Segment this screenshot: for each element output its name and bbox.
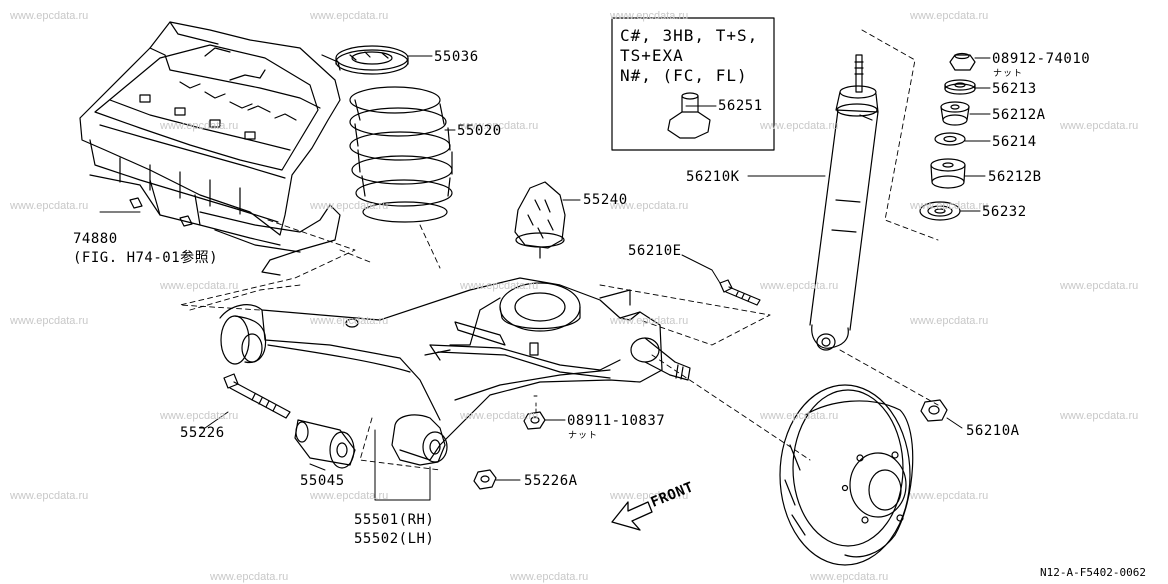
watermark: www.epcdata.ru bbox=[610, 315, 689, 327]
watermark: www.epcdata.ru bbox=[10, 200, 89, 212]
watermark: www.epcdata.ru bbox=[760, 120, 839, 132]
watermark: www.epcdata.ru bbox=[160, 280, 239, 292]
watermark: www.epcdata.ru bbox=[910, 315, 989, 327]
brake-drum-drawing bbox=[779, 384, 914, 566]
watermark: www.epcdata.ru bbox=[310, 200, 389, 212]
guide-lines-floor bbox=[179, 219, 371, 311]
watermark: www.epcdata.ru bbox=[460, 120, 539, 132]
watermark: www.epcdata.ru bbox=[910, 10, 989, 22]
part-label-55226: 55226 bbox=[180, 425, 225, 441]
part-label-56210A: 56210A bbox=[966, 423, 1020, 439]
nut-55226A-drawing bbox=[473, 469, 497, 490]
washer-56213-drawing bbox=[944, 79, 976, 95]
part-label-55226A: 55226A bbox=[524, 473, 578, 489]
bolt-56210E-drawing bbox=[719, 279, 761, 306]
watermark: www.epcdata.ru bbox=[760, 410, 839, 422]
watermark: www.epcdata.ru bbox=[1060, 410, 1139, 422]
part-label-56214: 56214 bbox=[992, 134, 1037, 150]
front-arrow bbox=[611, 501, 653, 531]
watermark: www.epcdata.ru bbox=[160, 120, 239, 132]
spring-seat-drawing bbox=[335, 45, 409, 75]
watermark: www.epcdata.ru bbox=[460, 410, 539, 422]
bolt-55226-drawing bbox=[223, 373, 291, 419]
watermark: www.epcdata.ru bbox=[610, 10, 689, 22]
bump-stop-drawing bbox=[514, 181, 566, 259]
figure-code: N12-A-F5402-0062 bbox=[1040, 566, 1146, 579]
guide-lines-shock bbox=[839, 29, 939, 406]
guide-lines-arm bbox=[189, 284, 811, 471]
coil-spring-drawing bbox=[349, 86, 453, 223]
nut-56210A-drawing bbox=[920, 399, 948, 422]
part-label-56213: 56213 bbox=[992, 81, 1037, 97]
part-sublabel-nut: ナット bbox=[568, 431, 599, 441]
leader-lines bbox=[99, 55, 991, 501]
bushing-55045-drawing bbox=[294, 419, 356, 469]
suspension-arm-drawing bbox=[219, 277, 691, 466]
note-line-1: C#, 3HB, T+S, bbox=[620, 26, 759, 45]
watermark: www.epcdata.ru bbox=[910, 200, 989, 212]
part-label-55045: 55045 bbox=[300, 473, 345, 489]
rubber-stop-56251-drawing bbox=[667, 92, 711, 139]
part-label-55501-rh: 55501(RH) bbox=[354, 512, 435, 528]
shock-absorber-drawing bbox=[809, 54, 879, 351]
part-label-56212A: 56212A bbox=[992, 107, 1046, 123]
part-label-08912-74010: 08912-74010 bbox=[992, 51, 1091, 67]
watermark: www.epcdata.ru bbox=[460, 280, 539, 292]
bushing-56212B-drawing bbox=[930, 158, 966, 189]
guide-lines-bolt bbox=[599, 284, 771, 346]
note-line-3: N#, (FC, FL) bbox=[620, 66, 748, 85]
watermark: www.epcdata.ru bbox=[610, 200, 689, 212]
part-label-74880-reference: (FIG. H74-01参照) bbox=[73, 250, 219, 266]
part-label-56232: 56232 bbox=[982, 204, 1027, 220]
bushing-56212A-drawing bbox=[940, 101, 970, 126]
nut-08911-drawing bbox=[523, 411, 546, 430]
watermark: www.epcdata.ru bbox=[1060, 280, 1139, 292]
note-box-frame bbox=[611, 17, 775, 151]
watermark: www.epcdata.ru bbox=[310, 10, 389, 22]
watermark: www.epcdata.ru bbox=[310, 490, 389, 502]
watermark: www.epcdata.ru bbox=[10, 10, 89, 22]
part-label-55020: 55020 bbox=[457, 123, 502, 139]
nut-08912-drawing bbox=[949, 52, 976, 71]
part-label-55240: 55240 bbox=[583, 192, 628, 208]
washer-56214-drawing bbox=[934, 132, 966, 146]
part-label-55502-lh: 55502(LH) bbox=[354, 531, 435, 547]
part-sublabel-nut: ナット bbox=[993, 69, 1024, 79]
watermark: www.epcdata.ru bbox=[760, 280, 839, 292]
floor-crossmember-drawing bbox=[79, 21, 341, 276]
watermark: www.epcdata.ru bbox=[810, 571, 889, 583]
watermark: www.epcdata.ru bbox=[310, 315, 389, 327]
note-line-2: TS+EXA bbox=[620, 46, 684, 65]
part-label-56210K: 56210K bbox=[686, 169, 740, 185]
part-label-08911-10837: 08911-10837 bbox=[567, 413, 666, 429]
part-label-74880: 74880 bbox=[73, 231, 118, 247]
watermark: www.epcdata.ru bbox=[210, 571, 289, 583]
watermark: www.epcdata.ru bbox=[1060, 120, 1139, 132]
part-label-55036: 55036 bbox=[434, 49, 479, 65]
watermark: www.epcdata.ru bbox=[910, 490, 989, 502]
watermark: www.epcdata.ru bbox=[10, 490, 89, 502]
watermark: www.epcdata.ru bbox=[10, 315, 89, 327]
part-label-56210E: 56210E bbox=[628, 243, 682, 259]
part-label-56212B: 56212B bbox=[988, 169, 1042, 185]
part-label-56251: 56251 bbox=[718, 98, 763, 114]
watermark: www.epcdata.ru bbox=[510, 571, 589, 583]
watermark: www.epcdata.ru bbox=[160, 410, 239, 422]
watermark: www.epcdata.ru bbox=[610, 490, 689, 502]
